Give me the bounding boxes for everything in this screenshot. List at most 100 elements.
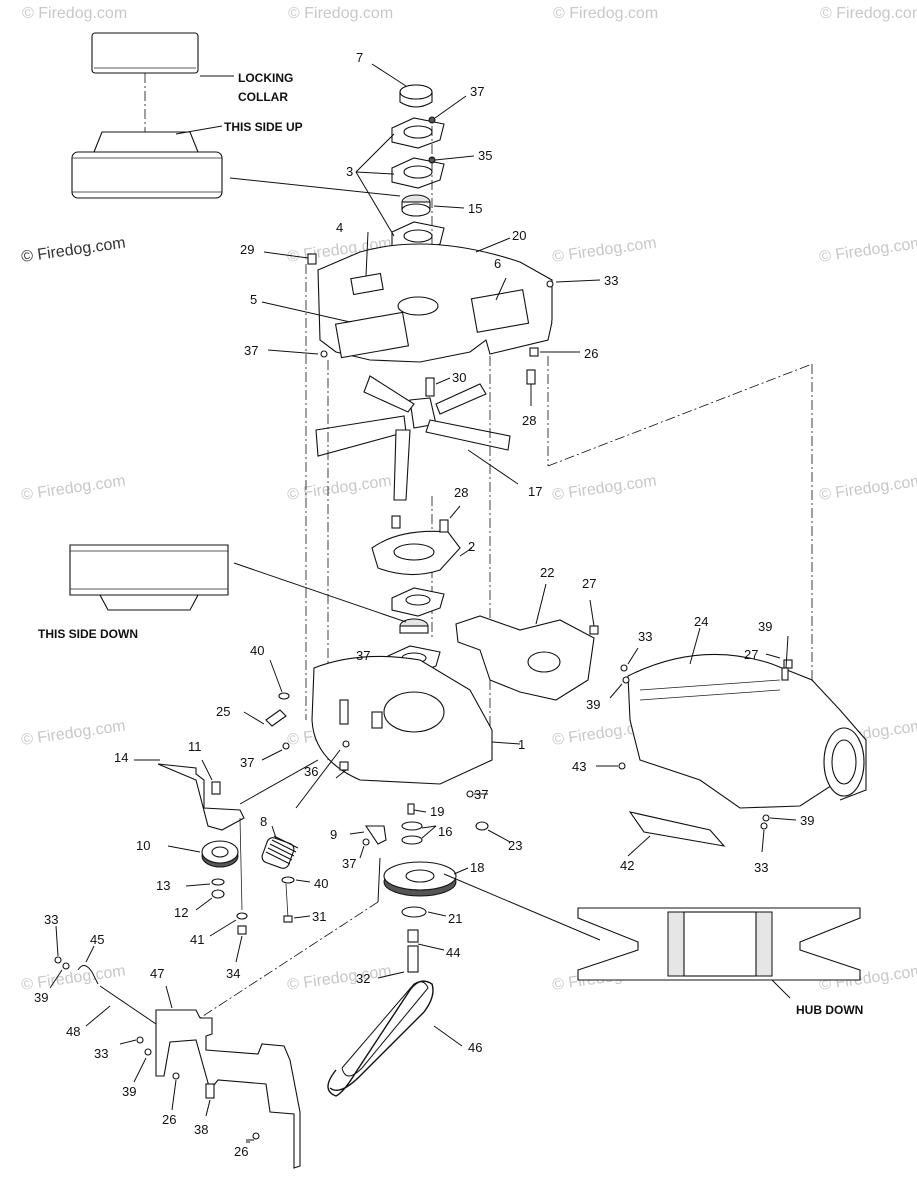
watermark: © Firedog.com	[553, 5, 658, 22]
blower-outlet	[596, 627, 867, 857]
part-37: 37	[244, 343, 258, 358]
part-37: 37	[342, 856, 356, 871]
part-33: 33	[754, 860, 768, 875]
part-9: 9	[330, 827, 337, 842]
part-48: 48	[66, 1024, 80, 1039]
part-34: 34	[226, 966, 240, 981]
part-20: 20	[512, 228, 526, 243]
part-27: 27	[582, 576, 596, 591]
part-8: 8	[260, 814, 267, 829]
part-13: 13	[156, 878, 170, 893]
part-41: 41	[190, 932, 204, 947]
part-11: 11	[188, 739, 202, 754]
lower-bearing-stack: THIS SIDE DOWN	[38, 505, 473, 675]
watermark: © Firedog.com	[20, 472, 126, 503]
locking-collar-detail: LOCKING COLLAR THIS SIDE UP	[71, 32, 401, 199]
part-30: 30	[452, 370, 466, 385]
part-29: 29	[240, 242, 254, 257]
watermark: © Firedog.com	[286, 962, 392, 993]
callout-this-side-up: THIS SIDE UP	[224, 120, 303, 134]
part-2: 2	[468, 539, 475, 554]
bearing-stack-top	[355, 63, 475, 310]
part-23: 23	[508, 838, 522, 853]
watermark: © Firedog.com	[820, 5, 917, 22]
callout-collar: COLLAR	[238, 90, 288, 104]
bearing-collar-shape	[71, 151, 223, 199]
watermark: © Firedog.com	[20, 234, 126, 265]
watermark: © Firedog.com	[818, 234, 917, 265]
part-4: 4	[336, 220, 343, 235]
part-26: 26	[234, 1144, 248, 1159]
part-32: 32	[356, 971, 370, 986]
watermark: © Firedog.com	[286, 472, 392, 503]
part-31: 31	[312, 909, 326, 924]
part-25: 25	[216, 704, 230, 719]
chute-22	[455, 583, 599, 701]
part-46: 46	[468, 1040, 482, 1055]
part-33: 33	[638, 629, 652, 644]
bracket-assembly	[49, 925, 301, 1169]
part-36: 36	[304, 764, 318, 779]
part-5: 5	[250, 292, 257, 307]
center-shaft	[199, 761, 601, 1019]
part-22: 22	[540, 565, 554, 580]
part-40: 40	[250, 643, 264, 658]
bearing-shape	[93, 131, 199, 153]
locking-collar-shape	[91, 32, 199, 74]
part-33: 33	[44, 912, 58, 927]
part-37: 37	[356, 648, 370, 663]
part-21: 21	[448, 911, 462, 926]
link-rod	[243, 659, 290, 761]
v-belt	[327, 980, 463, 1097]
watermark: © Firedog.com	[551, 472, 657, 503]
blower-housing	[239, 655, 521, 809]
part-33: 33	[94, 1046, 108, 1061]
impeller	[315, 375, 519, 501]
watermark: © Firedog.com	[818, 472, 917, 503]
part-19: 19	[430, 804, 444, 819]
callout-this-side-down: THIS SIDE DOWN	[38, 627, 138, 641]
part-39: 39	[800, 813, 814, 828]
part-37: 37	[240, 755, 254, 770]
part-47: 47	[150, 966, 164, 981]
part-10: 10	[136, 838, 150, 853]
idler-arm	[134, 759, 248, 963]
part-1: 1	[518, 737, 525, 752]
part-37: 37	[474, 787, 488, 802]
part-24: 24	[694, 614, 708, 629]
part-42: 42	[620, 858, 634, 873]
part-43: 43	[572, 759, 586, 774]
part-labels: 7 37 3 35 15 4 29 20 6 33 5 37 26 30 28 …	[34, 50, 814, 1159]
spring	[261, 825, 311, 923]
part-18: 18	[470, 860, 484, 875]
part-14: 14	[114, 750, 128, 765]
part-33: 33	[604, 273, 618, 288]
part-39: 39	[122, 1084, 136, 1099]
part-3: 3	[346, 164, 353, 179]
hub-down-detail: HUB DOWN	[577, 907, 863, 1017]
part-37: 37	[470, 84, 484, 99]
watermark: © Firedog.com	[288, 5, 393, 22]
top-plate	[261, 231, 601, 406]
watermark: © Firedog.com	[22, 5, 127, 22]
part-7: 7	[356, 50, 363, 65]
part-35: 35	[478, 148, 492, 163]
part-28: 28	[454, 485, 468, 500]
part-39: 39	[34, 990, 48, 1005]
watermark: © Firedog.com	[20, 717, 126, 748]
part-26: 26	[162, 1112, 176, 1127]
part-38: 38	[194, 1122, 208, 1137]
part-16: 16	[438, 824, 452, 839]
part-15: 15	[468, 201, 482, 216]
callout-hub-down: HUB DOWN	[796, 1003, 863, 1017]
watermark: © Firedog.com	[551, 234, 657, 265]
part-45: 45	[90, 932, 104, 947]
part-17: 17	[528, 484, 542, 499]
part-44: 44	[446, 945, 460, 960]
callout-locking: LOCKING	[238, 71, 293, 85]
part-40: 40	[314, 876, 328, 891]
part-26: 26	[584, 346, 598, 361]
part-39: 39	[758, 619, 772, 634]
part-39: 39	[586, 697, 600, 712]
